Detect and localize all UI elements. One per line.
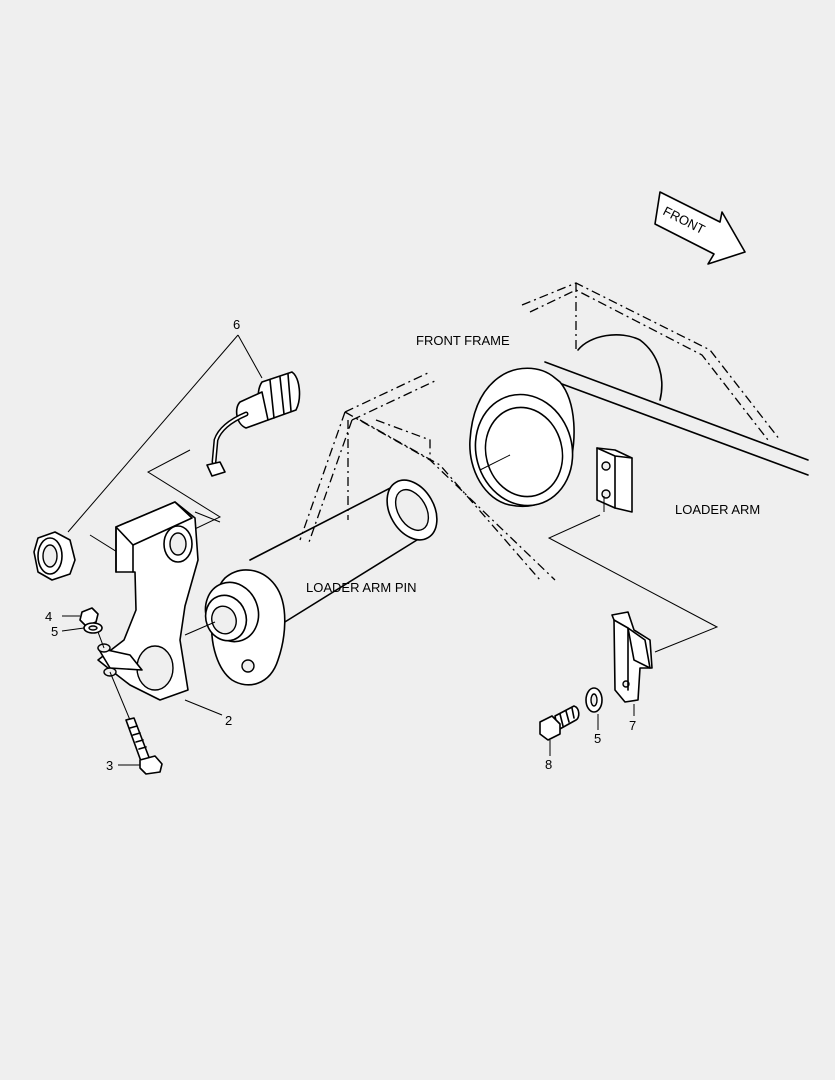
callout-5-right: 5 [594,731,601,746]
leader-7-frame [547,496,719,653]
front-frame-label: FRONT FRAME [416,333,510,348]
washer-left [83,622,103,634]
bolt-left [125,717,163,775]
bracket-small [611,611,653,703]
leader-2 [184,699,223,716]
callout-6: 6 [233,317,240,332]
loader-arm [469,334,809,513]
front-frame [299,282,781,581]
callout-5-left: 5 [51,624,58,639]
callout-3: 3 [106,758,113,773]
jam-nut [33,531,76,581]
loader-arm-label: LOADER ARM [675,502,760,517]
leader-5-left [61,627,85,632]
callout-8: 8 [545,757,552,772]
washer-right [585,687,603,713]
leader-4-5-left [97,631,131,721]
bracket [97,501,199,701]
front-arrow: FRONT [654,191,746,265]
bolt-right [539,705,580,741]
loader-arm-pin-label: LOADER ARM PIN [306,580,417,595]
loader-arm-pin [184,454,511,686]
leader-6 [67,334,263,533]
small-nut [79,607,99,627]
callout-2: 2 [225,713,232,728]
callout-7: 7 [629,718,636,733]
callout-4: 4 [45,609,52,624]
sensor-switch [206,371,301,477]
